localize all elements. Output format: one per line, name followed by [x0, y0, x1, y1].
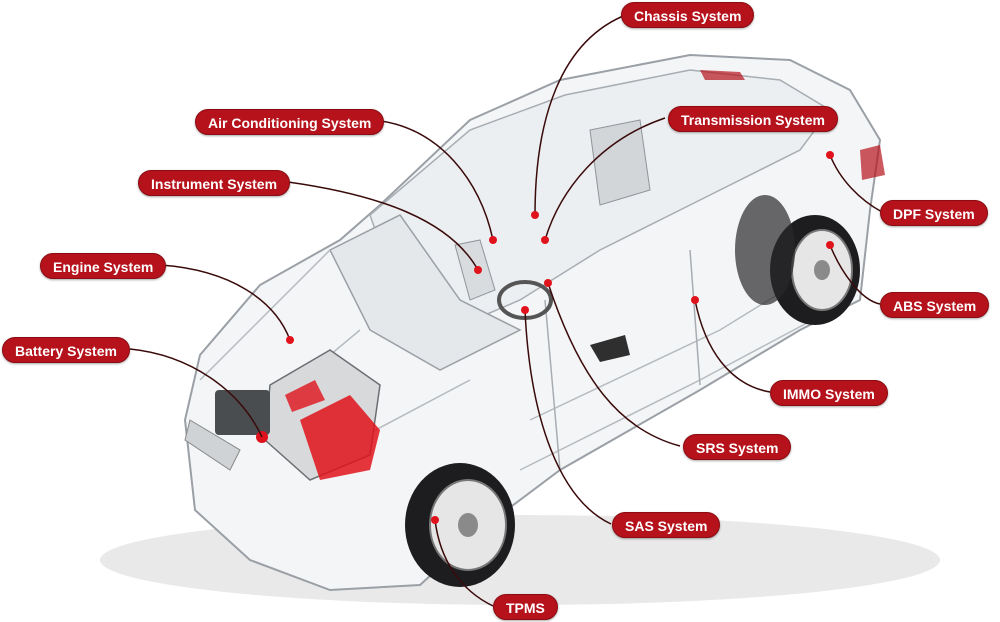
- label-dpf-system: DPF System: [880, 200, 988, 226]
- label-engine-system: Engine System: [40, 253, 167, 279]
- label-air-conditioning-system: Air Conditioning System: [195, 109, 385, 135]
- label-chassis-system: Chassis System: [621, 2, 755, 28]
- label-tpms: TPMS: [493, 594, 558, 620]
- label-transmission-system: Transmission System: [668, 106, 838, 132]
- label-srs-system: SRS System: [683, 434, 792, 460]
- label-sas-system: SAS System: [612, 512, 721, 538]
- label-abs-system: ABS System: [880, 292, 990, 318]
- label-instrument-system: Instrument System: [138, 170, 291, 196]
- label-battery-system: Battery System: [2, 337, 130, 363]
- label-immo-system: IMMO System: [770, 380, 888, 406]
